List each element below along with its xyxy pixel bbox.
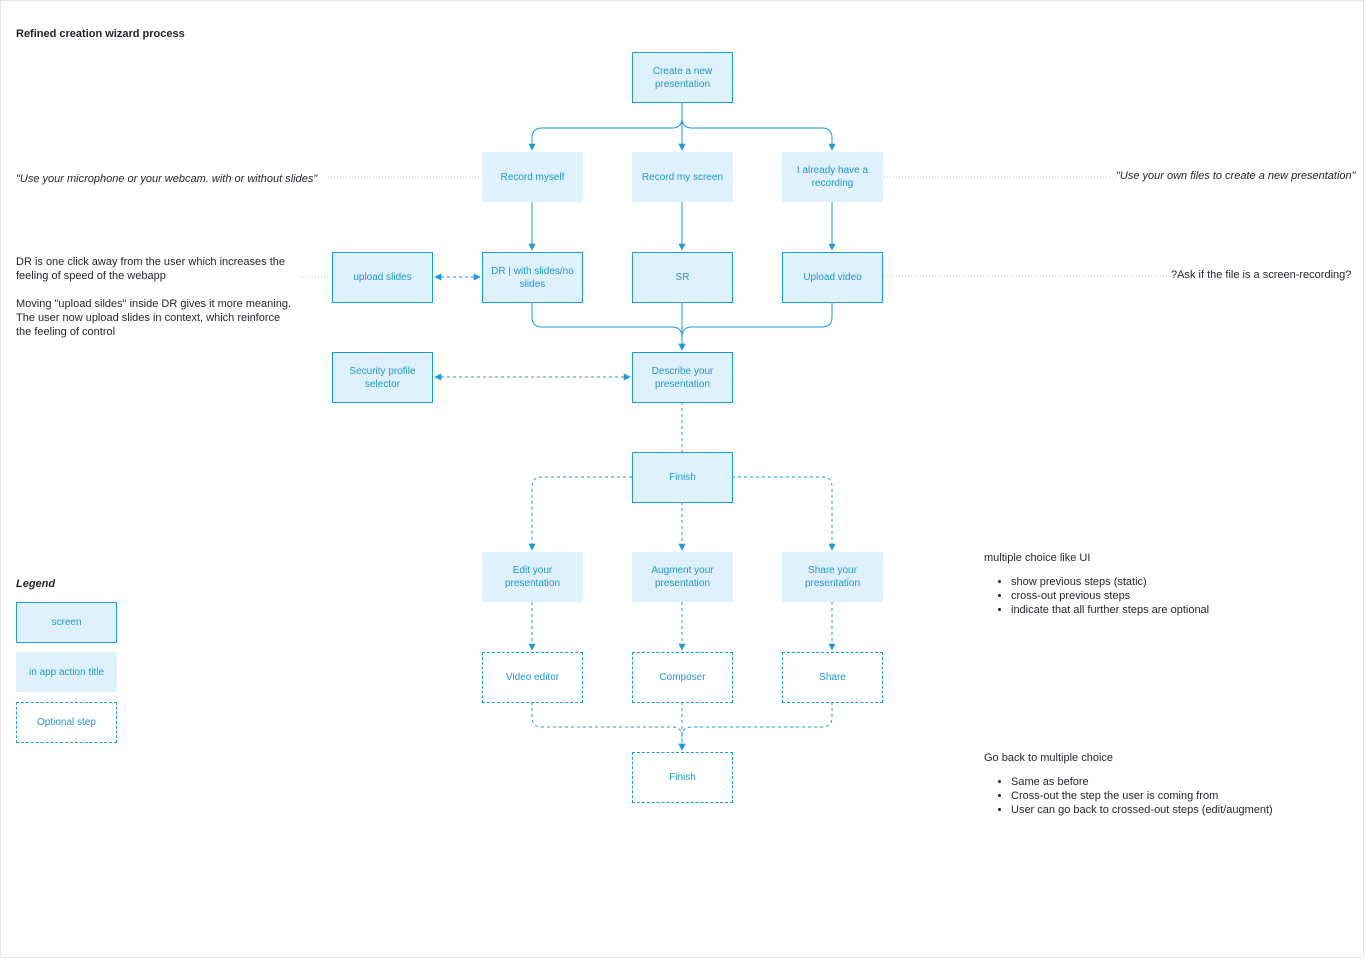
note-go-back: Go back to multiple choice Same as befor… — [984, 751, 1314, 817]
legend-optional: Optional step — [16, 702, 117, 743]
list-item: Cross-out the step the user is coming fr… — [1011, 789, 1314, 803]
page-title: Refined creation wizard process — [16, 28, 185, 40]
note-right-quote: "Use your own files to create a new pres… — [1116, 170, 1356, 182]
list-item: cross-out previous steps — [1011, 589, 1314, 603]
box-share-presentation: Share your presentation — [782, 552, 883, 602]
note-ask-screen-recording: ?Ask if the file is a screen-recording? — [1171, 269, 1352, 281]
box-security-profile: Security profile selector — [332, 352, 433, 403]
edge-editor-finish — [531, 702, 686, 751]
list-item: show previous steps (static) — [1011, 575, 1314, 589]
box-sr: SR — [632, 252, 733, 303]
note-go-back-title: Go back to multiple choice — [984, 752, 1114, 764]
note-dr-para2: Moving "upload sildes" inside DR gives i… — [16, 298, 291, 338]
edge-share-finish — [681, 702, 833, 738]
box-create-presentation: Create a new presentation — [632, 52, 733, 103]
box-upload-slides: upload slides — [332, 252, 433, 303]
box-edit-presentation: Edit your presentation — [482, 552, 583, 602]
box-already-recording: I already have a recording — [782, 152, 883, 202]
note-left-quote: "Use your microphone or your webcam. wit… — [16, 173, 318, 185]
legend-action: in app action title — [16, 652, 117, 692]
list-item: Same as before — [1011, 775, 1314, 789]
legend-title: Legend — [16, 578, 56, 590]
note-go-back-list: Same as before Cross-out the step the us… — [984, 775, 1314, 817]
note-multiple-choice-list: show previous steps (static) cross-out p… — [984, 575, 1314, 617]
box-augment-presentation: Augment your presentation — [632, 552, 733, 602]
legend-screen: screen — [16, 602, 117, 643]
edge-dr-describe — [531, 302, 686, 351]
note-dr: DR is one click away from the user which… — [16, 255, 298, 339]
box-video-editor: Video editor — [482, 652, 583, 703]
box-finish: Finish — [632, 452, 733, 503]
box-composer: Composer — [632, 652, 733, 703]
box-upload-video: Upload video — [782, 252, 883, 303]
edge-create-record-myself — [528, 102, 683, 151]
edge-finish-edit — [528, 476, 632, 551]
list-item: indicate that all further steps are opti… — [1011, 603, 1314, 617]
box-describe: Describe your presentation — [632, 352, 733, 403]
box-dr: DR | with slides/no slides — [482, 252, 583, 303]
box-finish-final: Finish — [632, 752, 733, 803]
list-item: User can go back to crossed-out steps (e… — [1011, 803, 1314, 817]
box-record-myself: Record myself — [482, 152, 583, 202]
note-multiple-choice: multiple choice like UI show previous st… — [984, 551, 1314, 617]
box-share: Share — [782, 652, 883, 703]
edge-upload-describe — [681, 302, 833, 338]
edge-create-already — [681, 117, 836, 151]
note-dr-para1: DR is one click away from the user which… — [16, 256, 285, 282]
box-record-screen: Record my screen — [632, 152, 733, 202]
edge-finish-share — [732, 476, 836, 551]
note-multiple-choice-title: multiple choice like UI — [984, 552, 1091, 564]
